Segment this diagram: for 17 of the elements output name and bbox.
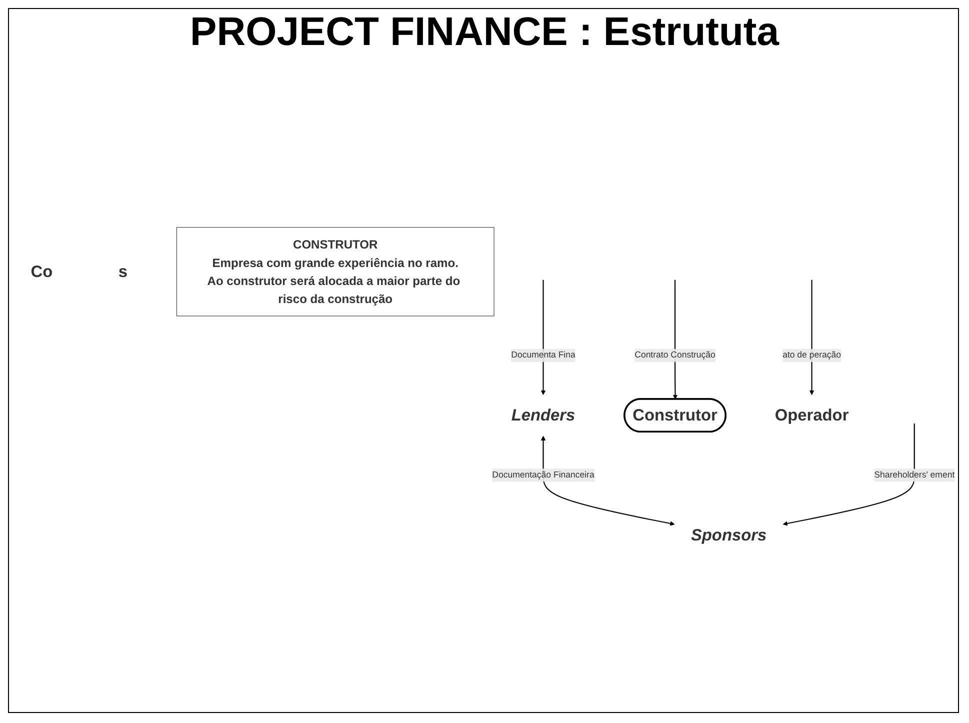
node-text: Co — [30, 262, 53, 281]
arrow — [782, 424, 915, 526]
node-text: Sponsors — [690, 526, 767, 544]
node-text: Operador — [774, 406, 849, 424]
edge-label: Shareholders' ement — [874, 470, 955, 480]
arrow — [540, 280, 546, 395]
edge-label: Documenta Fina — [511, 350, 576, 360]
edge-label: ato de peração — [782, 350, 841, 360]
node-text: s — [118, 262, 128, 281]
slide-title: PROJECT FINANCE : Estrututa — [189, 10, 780, 55]
arrow — [672, 280, 678, 400]
node-text: Lenders — [511, 406, 576, 424]
edge-label: Contrato Construção — [634, 350, 716, 360]
node-box: CONSTRUTOR Empresa com grande experiência no ramo. Ao construtor será alocada a maior parte do risco da construção — [176, 227, 494, 316]
arrow — [540, 436, 675, 526]
edge-label: Documentação Financeira — [492, 470, 594, 480]
arrow — [809, 280, 814, 395]
